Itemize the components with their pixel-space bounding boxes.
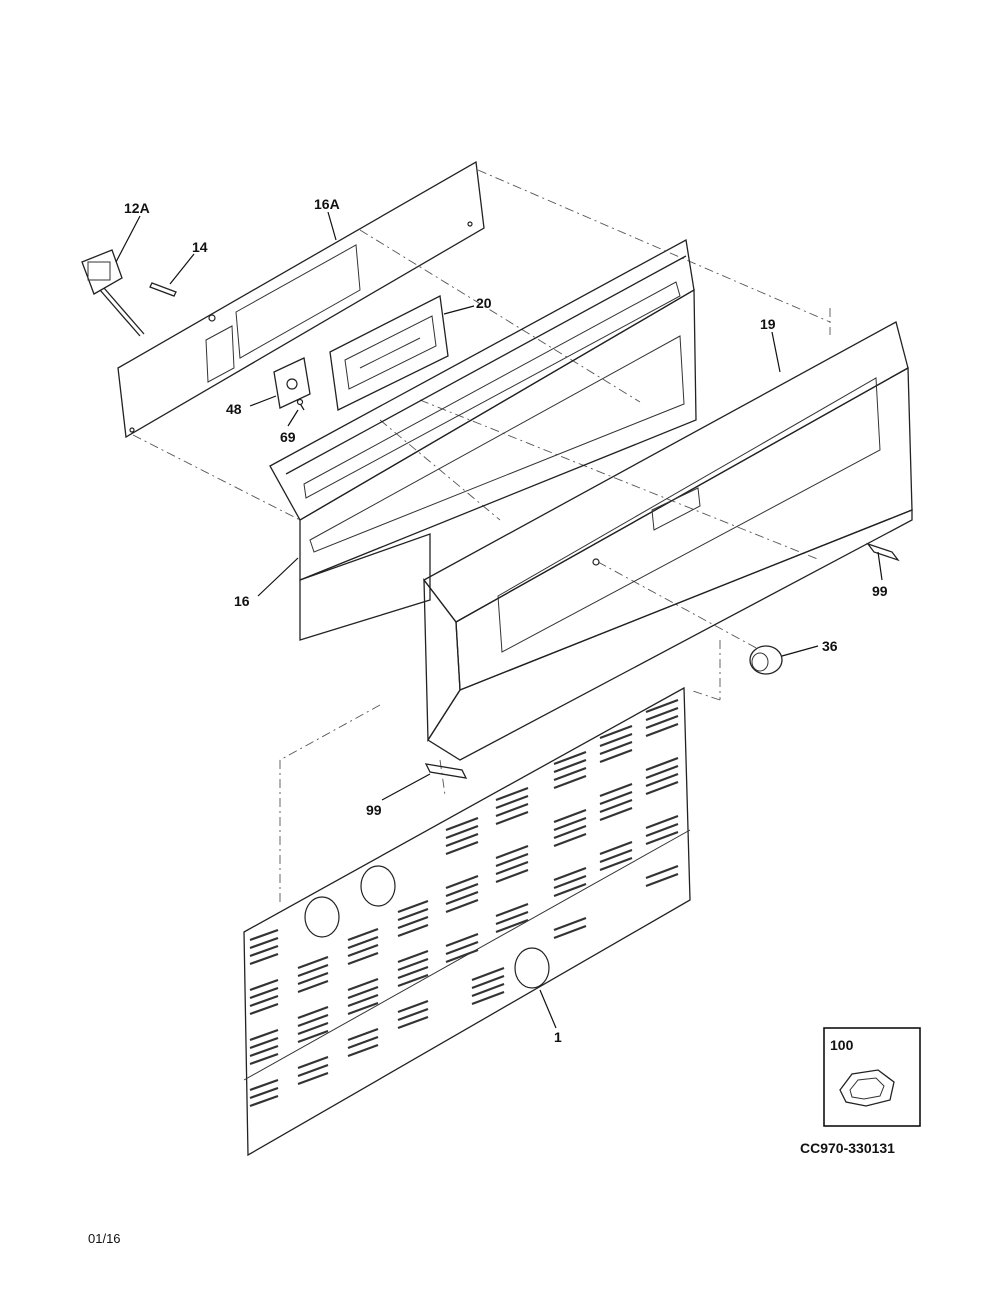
date-code: 01/16: [88, 1231, 121, 1246]
callout-69: 69: [280, 429, 296, 445]
callout-16: 16: [234, 593, 250, 609]
leader-lines: [115, 211, 883, 1029]
callout-12a: 12A: [124, 200, 150, 216]
callout-36: 36: [822, 638, 838, 654]
bracket-99-right: [866, 542, 900, 562]
switch-12a: [81, 249, 145, 337]
callout-99-lower: 99: [366, 802, 382, 818]
callout-19: 19: [760, 316, 776, 332]
bracket-99-lower: [424, 763, 468, 779]
callout-99-right: 99: [872, 583, 888, 599]
callout-16a: 16A: [314, 196, 340, 212]
rear-panel-1: [243, 686, 691, 1157]
callout-20: 20: [476, 295, 492, 311]
knob-36: [749, 645, 783, 675]
console-frame-16: [269, 238, 697, 641]
callouts: 12A 14 16A 20 19 48 69 16 99 36 99 1: [124, 196, 888, 1045]
reference-code: CC970-330131: [800, 1140, 895, 1156]
rear-control-panel-16a: [117, 160, 485, 439]
nut-100: [839, 1069, 895, 1107]
callout-48: 48: [226, 401, 242, 417]
bracket-48: [273, 357, 311, 409]
console-panel-19: [423, 321, 913, 761]
control-board-20: [329, 295, 449, 411]
louvers: [249, 698, 679, 1108]
screw-69: [296, 398, 305, 411]
callout-14: 14: [192, 239, 208, 255]
callout-100: 100: [830, 1037, 854, 1053]
clip-14: [149, 282, 177, 297]
projection-lines: [132, 169, 831, 905]
inset-part-100: 100: [823, 1027, 921, 1127]
callout-1: 1: [554, 1029, 562, 1045]
